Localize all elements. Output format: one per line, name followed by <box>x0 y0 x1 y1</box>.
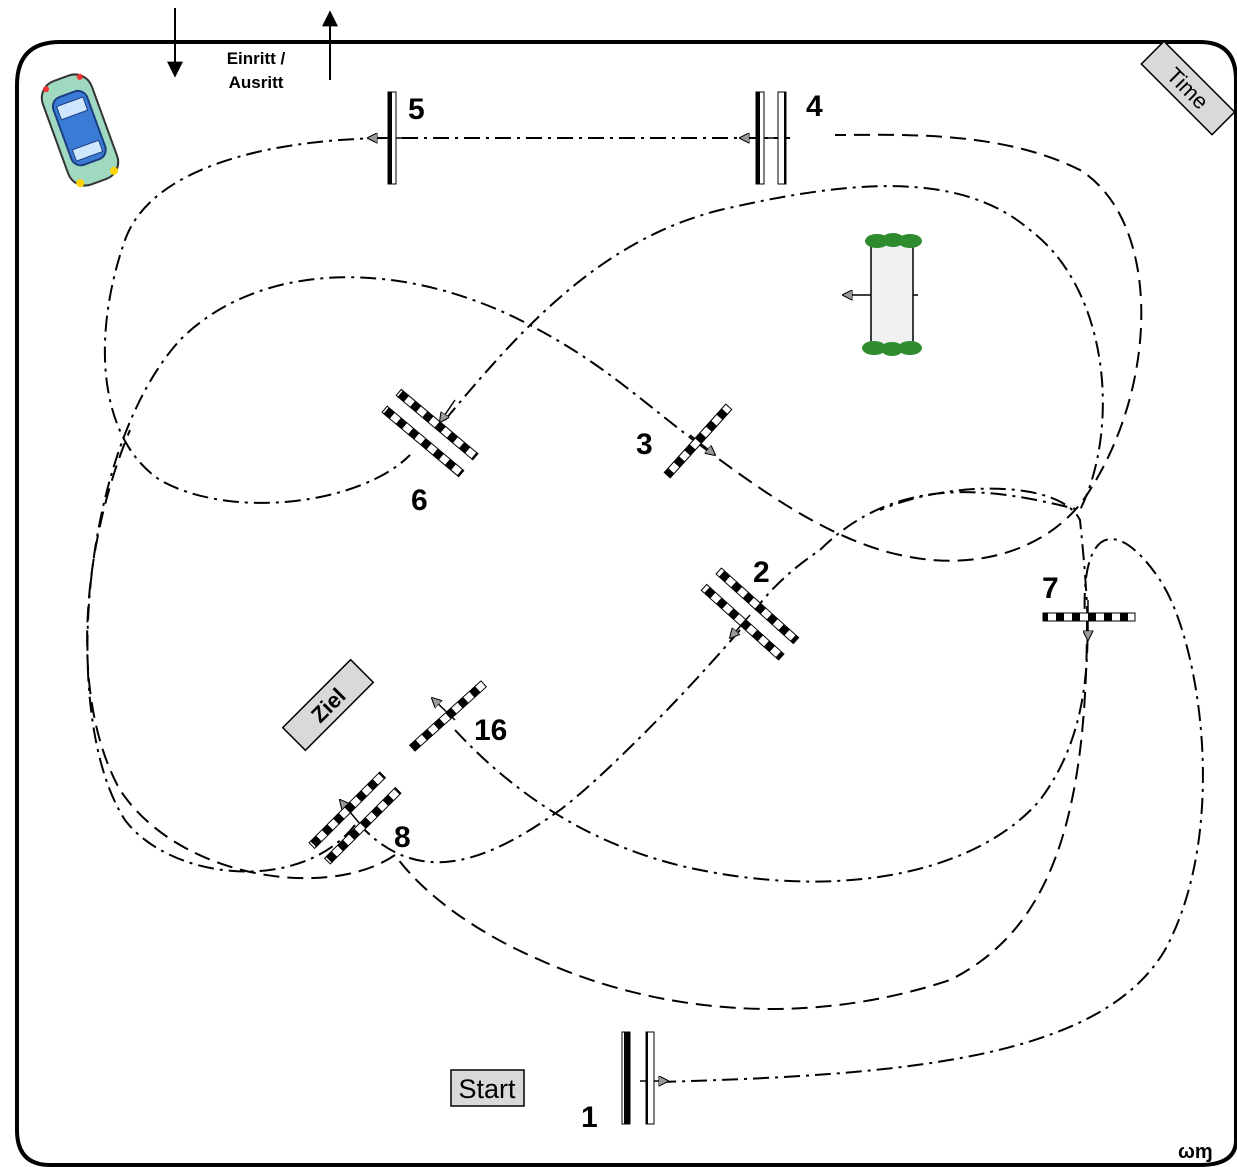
obstacle-1 <box>621 1031 655 1125</box>
author-signature: ωɱ <box>1178 1141 1213 1163</box>
path-1-7 <box>659 538 1204 1083</box>
label-4: 4 <box>806 90 823 123</box>
label-5: 5 <box>408 93 425 126</box>
path-8-2 <box>86 276 701 873</box>
label-8: 8 <box>394 821 411 854</box>
label-16: 16 <box>474 714 507 747</box>
obstacle-16 <box>408 680 488 752</box>
start-text: Start <box>458 1074 516 1104</box>
obstacle-7 <box>1042 612 1136 622</box>
path-3-loop <box>699 133 1143 562</box>
ziel-sign: Ziel <box>281 658 375 752</box>
path-6-2 <box>444 185 1104 611</box>
obstacle-4 <box>755 91 787 185</box>
obstacle-8 <box>308 771 402 865</box>
car-icon <box>40 73 120 188</box>
path-5-6 <box>103 137 411 504</box>
obstacle-6 <box>381 388 479 478</box>
obstacle-2 <box>700 567 800 661</box>
course-paths <box>86 133 1204 1083</box>
path-2-8 <box>359 629 741 864</box>
arena-border <box>15 40 1237 1167</box>
label-6: 6 <box>411 484 428 517</box>
label-3: 3 <box>636 428 653 461</box>
path-16 <box>454 487 1089 883</box>
path-7-8 <box>394 619 1088 1010</box>
path-outer-left <box>86 429 396 880</box>
entrance-label-2: Ausritt <box>229 73 284 92</box>
entrance-label-1: Einritt / <box>227 49 286 68</box>
direction-arrows <box>340 138 1088 1081</box>
label-2: 2 <box>753 556 770 589</box>
label-1: 1 <box>581 1101 598 1134</box>
start-sign: Start <box>450 1069 525 1107</box>
obstacle-5 <box>387 91 397 185</box>
time-sign: Time <box>1140 40 1236 136</box>
obstacle-3 <box>663 403 733 479</box>
label-7: 7 <box>1042 572 1059 605</box>
hedge-obstacle <box>862 233 922 356</box>
